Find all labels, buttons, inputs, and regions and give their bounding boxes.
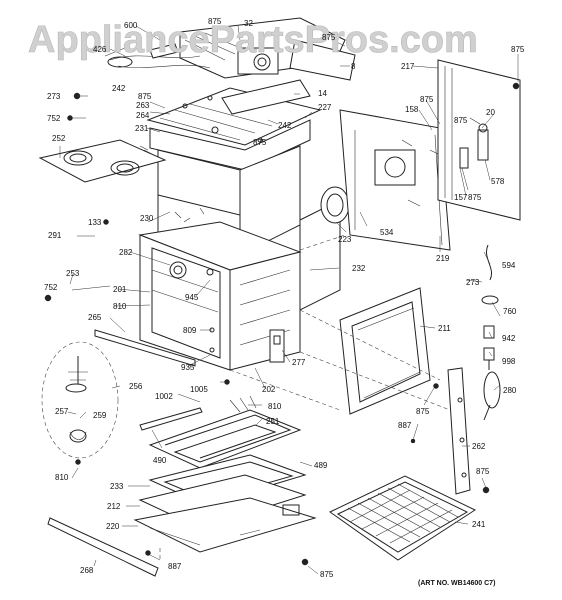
label-875: 875 (322, 33, 336, 42)
label-280: 280 (503, 386, 517, 395)
label-875: 875 (253, 138, 267, 147)
label-489: 489 (314, 461, 328, 470)
label-241: 241 (472, 520, 486, 529)
label-133: 133 (88, 218, 102, 227)
label-202: 202 (262, 385, 276, 394)
label-227: 227 (318, 103, 332, 112)
label-253: 253 (66, 269, 80, 278)
label-264: 264 (136, 111, 150, 120)
label-252: 252 (52, 134, 66, 143)
label-935: 935 (181, 363, 195, 372)
label-232: 232 (352, 264, 366, 273)
label-426: 426 (93, 45, 107, 54)
temperature-sensor (481, 244, 501, 421)
label-273: 273 (466, 278, 480, 287)
element-detail-callout (41, 341, 119, 459)
hinge-bracket (269, 329, 285, 363)
top-control-assembly (104, 17, 356, 81)
label-282: 282 (119, 248, 133, 257)
label-752: 752 (44, 283, 58, 292)
label-220: 220 (106, 522, 120, 531)
label-887: 887 (168, 562, 182, 571)
label-760: 760 (503, 307, 517, 316)
label-875: 875 (420, 95, 434, 104)
label-223: 223 (338, 235, 352, 244)
part-labels: 600 426 875 32 875 8 875 217 273 242 875… (44, 17, 525, 579)
label-291: 291 (48, 231, 62, 240)
label-875: 875 (511, 45, 525, 54)
label-230: 230 (140, 214, 154, 223)
bake-element (148, 395, 302, 469)
label-998: 998 (502, 357, 516, 366)
door-frame (339, 287, 431, 415)
label-875: 875 (138, 92, 152, 101)
label-212: 212 (107, 502, 121, 511)
label-242: 242 (278, 121, 292, 130)
rear-panel (339, 109, 451, 251)
label-887: 887 (398, 421, 412, 430)
label-875: 875 (320, 570, 334, 579)
front-trim-strip (94, 329, 196, 367)
label-20: 20 (486, 108, 495, 117)
label-158: 158 (405, 105, 419, 114)
label-810: 810 (113, 302, 127, 311)
burner-plate (38, 139, 167, 183)
label-14: 14 (318, 89, 327, 98)
label-875: 875 (208, 17, 222, 26)
hinge-parts (459, 117, 489, 169)
label-1002: 1002 (155, 392, 173, 401)
label-32: 32 (244, 19, 253, 28)
label-752: 752 (47, 114, 61, 123)
base-panel (133, 497, 317, 553)
label-256: 256 (129, 382, 143, 391)
label-875: 875 (476, 467, 490, 476)
label-277: 277 (292, 358, 306, 367)
label-810: 810 (55, 473, 69, 482)
top-cover-panel (146, 79, 322, 146)
lower-trim-strip (139, 407, 203, 431)
label-262: 262 (472, 442, 486, 451)
label-242: 242 (112, 84, 126, 93)
label-8: 8 (351, 62, 356, 71)
label-268: 268 (80, 566, 94, 575)
label-211: 211 (438, 324, 451, 333)
label-810: 810 (268, 402, 282, 411)
label-219: 219 (436, 254, 450, 263)
leader-lines (59, 25, 519, 575)
label-233: 233 (110, 482, 124, 491)
label-157: 157 (454, 193, 468, 202)
label-217: 217 (401, 62, 415, 71)
watermark-text: AppliancePartsPros.com (28, 19, 478, 61)
kick-panel-trim (47, 517, 159, 577)
label-1005: 1005 (190, 385, 208, 394)
label-875: 875 (454, 116, 468, 125)
label-201: 201 (113, 285, 127, 294)
label-273: 273 (47, 92, 61, 101)
label-257: 257 (55, 407, 69, 416)
label-942: 942 (502, 334, 516, 343)
art-number: (ART NO. WB14600 C7) (418, 580, 495, 587)
label-875: 875 (416, 407, 430, 416)
label-594: 594 (502, 261, 516, 270)
label-809: 809 (183, 326, 197, 335)
label-259: 259 (93, 411, 107, 420)
label-251: 251 (266, 417, 280, 426)
label-945: 945 (185, 293, 199, 302)
screws (44, 82, 520, 566)
label-265: 265 (88, 313, 102, 322)
label-263: 263 (136, 101, 150, 110)
oven-rack (329, 475, 477, 561)
label-490: 490 (153, 456, 167, 465)
label-231: 231 (135, 124, 149, 133)
label-600: 600 (124, 21, 138, 30)
label-875: 875 (468, 193, 482, 202)
door-side-strip (447, 367, 471, 495)
label-534: 534 (380, 228, 394, 237)
label-578: 578 (491, 177, 505, 186)
assembly-guide-lines (159, 234, 451, 560)
